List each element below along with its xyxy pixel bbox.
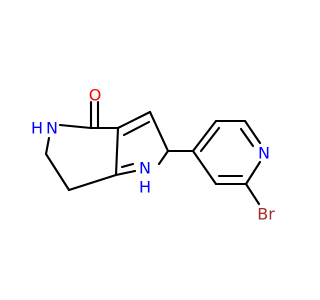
bond-n5-c6 (44, 136, 51, 156)
molecule-diagram: O N H N H N Br (31, 86, 275, 224)
bond-c3a-c3-inner (122, 120, 151, 137)
structure-svg: O N H N H N Br (31, 86, 275, 224)
bond-c3-c2 (148, 110, 170, 153)
oxygen-label: O (89, 86, 102, 105)
bond-c7-c7a (67, 173, 118, 192)
bond-c4-n5 (58, 123, 93, 130)
bond-c-br (244, 182, 261, 206)
bond-c7a-c3a (114, 126, 120, 177)
hydrogen-label-lactam: H (31, 119, 43, 138)
bond-n-c6py (244, 160, 262, 186)
bond-n1-c7a (114, 169, 137, 177)
nitrogen-label-pyridine: N (258, 144, 270, 163)
nitrogen-label-lactam: N (46, 119, 58, 138)
bond-c4py-c3py-inner (199, 126, 221, 153)
bond-c5py-c4py (191, 149, 218, 186)
bond-c7a-n1-inner (120, 162, 135, 169)
bond-c4py-c3py (191, 119, 218, 153)
bond-c3a-c3 (116, 110, 152, 130)
atom-labels: O N H N H N Br (31, 86, 275, 224)
bond-c2py-n (243, 119, 262, 145)
bromine-label: Br (257, 205, 275, 224)
bonds (44, 100, 262, 206)
bond-c6-c7 (44, 152, 71, 192)
bond-c2-n1 (157, 149, 170, 166)
hydrogen-label-pyrrole: H (139, 178, 151, 197)
nitrogen-label-pyrrole: N (139, 159, 151, 178)
bond-c2py-n-inner (239, 127, 255, 148)
